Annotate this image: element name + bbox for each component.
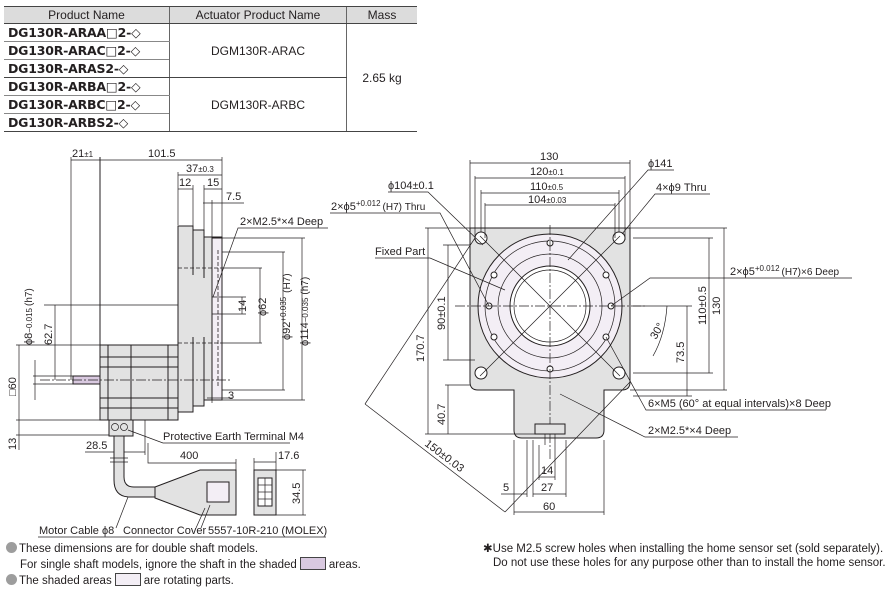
phi114-label: ϕ114−0.035(h7) bbox=[299, 277, 311, 346]
dim-27-label: 27 bbox=[541, 482, 553, 494]
dim-5-label: 5 bbox=[503, 482, 509, 494]
dim-130-label: 130 bbox=[540, 151, 558, 163]
product-name-cell: DG130R-ARBA□2-◇ bbox=[4, 77, 170, 96]
motor-cable-label: Motor Cable ϕ8 bbox=[39, 525, 114, 537]
dim-170-7-label: 170.7 bbox=[415, 334, 427, 362]
dim-400-label: 400 bbox=[180, 450, 198, 462]
product-name-cell: DG130R-ARBC□2-◇ bbox=[4, 95, 170, 114]
product-name-cell: DG130R-ARAA□2-◇ bbox=[4, 23, 170, 42]
connector-cover-label: Connector Cover bbox=[123, 525, 206, 537]
dim-60-label: 60 bbox=[543, 501, 555, 513]
note-home-sensor-1: ✱Use M2.5 screw holes when installing th… bbox=[483, 543, 884, 555]
phi92-label: ϕ92+0.035(H7) bbox=[279, 273, 293, 340]
header-actuator-product-name: Actuator Product Name bbox=[169, 6, 347, 24]
bullet-icon bbox=[6, 574, 17, 585]
phi62-label: ϕ62 bbox=[257, 298, 269, 316]
note-text: The shaded areas bbox=[19, 575, 112, 587]
header-product-name: Product Name bbox=[4, 6, 170, 24]
mass-cell: 2.65 kg bbox=[346, 23, 417, 132]
fixed-part-label: Fixed Part bbox=[375, 246, 425, 258]
note-rotating-parts: The shaded areas are rotating parts. bbox=[6, 573, 234, 587]
product-name-cell: DG130R-ARAS2-◇ bbox=[4, 59, 170, 78]
phi104-label: ϕ104±0.1 bbox=[388, 180, 434, 192]
dim-73-5-label: 73.5 bbox=[675, 342, 687, 363]
dim-28-5-label: 28.5 bbox=[86, 440, 107, 452]
table-header-row: Product Name Actuator Product Name Mass bbox=[4, 6, 417, 24]
note-text: are rotating parts. bbox=[143, 575, 234, 587]
dim-21-label: 21±1 bbox=[72, 148, 94, 160]
m25-front-label: 2×M2.5*×4 Deep bbox=[648, 425, 731, 437]
header-mass: Mass bbox=[346, 6, 417, 24]
dim-104-label: 104±0.03 bbox=[528, 194, 567, 206]
phi5-thru-label: 2×ϕ5+0.012(H7) Thru bbox=[331, 199, 425, 213]
table-row: DG130R-ARBS2-◇ bbox=[4, 113, 417, 132]
dim-37-label: 37±0.3 bbox=[186, 163, 214, 175]
spec-table: Product Name Actuator Product Name Mass … bbox=[4, 6, 417, 132]
dim-14-side-label: 14 bbox=[237, 300, 249, 312]
square-60-label: □60 bbox=[7, 377, 19, 396]
connector-part-label: 5557-10R-210 (MOLEX) bbox=[208, 525, 327, 537]
dim-120-label: 120±0.1 bbox=[530, 166, 564, 178]
note-double-shaft: These dimensions are for double shaft mo… bbox=[6, 542, 258, 555]
actuator-name-cell: DGM130R-ARBC bbox=[169, 77, 347, 132]
table-row: DG130R-ARAC□2-◇ bbox=[4, 41, 417, 60]
product-name-cell: DG130R-ARBS2-◇ bbox=[4, 113, 170, 132]
dim-15-label: 15 bbox=[207, 177, 219, 189]
phi9-thru-label: 4×ϕ9 Thru bbox=[656, 182, 707, 194]
dim-14-front-label: 14 bbox=[541, 465, 553, 477]
table-row: DG130R-ARBC□2-◇ bbox=[4, 95, 417, 114]
mounting-hole bbox=[612, 366, 626, 380]
dim-34-5-label: 34.5 bbox=[291, 483, 303, 504]
mounting-hole bbox=[474, 366, 488, 380]
dim-12-label: 12 bbox=[179, 177, 191, 189]
m25-side-label: 2×M2.5*×4 Deep bbox=[240, 216, 323, 228]
phi5-deep-label: 2×ϕ5+0.012(H7)×6 Deep bbox=[730, 264, 839, 278]
phi141-label: ϕ141 bbox=[648, 158, 673, 170]
dim-13-label: 13 bbox=[7, 438, 19, 450]
actuator-name-cell: DGM130R-ARAC bbox=[169, 23, 347, 78]
dim-101-5-label: 101.5 bbox=[148, 148, 176, 160]
pe-terminal-label: Protective Earth Terminal M4 bbox=[163, 431, 304, 443]
note-text: For single shaft models, ignore the shaf… bbox=[20, 559, 297, 571]
angle-30-label: 30° bbox=[648, 321, 667, 341]
dim-90-label: 90±0.1 bbox=[436, 296, 448, 330]
front-view: 130 120±0.1 110±0.5 104±0.03 ϕ104±0.1 2×… bbox=[330, 151, 852, 515]
table-row: DG130R-ARAS2-◇ bbox=[4, 59, 417, 78]
dim-130-vertical-label: 130 bbox=[711, 297, 723, 315]
dim-110-vertical-label: 110±0.5 bbox=[697, 286, 709, 325]
note-text: These dimensions are for double shaft mo… bbox=[19, 543, 259, 555]
motor-body bbox=[99, 344, 179, 421]
dim-40-7-label: 40.7 bbox=[436, 404, 448, 425]
table-row: DG130R-ARBA□2-◇ DGM130R-ARBC bbox=[4, 77, 417, 132]
dim-62-7-label: 62.7 bbox=[43, 324, 55, 345]
rotating-color-swatch bbox=[114, 573, 141, 586]
dim-17-6-label: 17.6 bbox=[278, 450, 299, 462]
dim-7-5-label: 7.5 bbox=[226, 191, 241, 203]
note-single-shaft: For single shaft models, ignore the shaf… bbox=[20, 557, 361, 571]
note-text: areas. bbox=[328, 559, 361, 571]
note-home-sensor-2: Do not use these holes for any purpose o… bbox=[493, 557, 886, 569]
dim-3-label: 3 bbox=[228, 390, 234, 402]
product-name-cell: DG130R-ARAC□2-◇ bbox=[4, 41, 170, 60]
shaft-color-swatch bbox=[299, 557, 326, 570]
bullet-icon bbox=[6, 542, 17, 553]
side-view: 21±1 101.5 37±0.3 12 15 7.5 bbox=[7, 148, 328, 538]
dim-150-label: 150±0.03 bbox=[422, 438, 466, 475]
table-row: DG130R-ARAA□2-◇ DGM130R-ARAC 2.65 kg bbox=[4, 23, 417, 132]
m5-holes-label: 6×M5 (60° at equal intervals)×8 Deep bbox=[648, 398, 831, 410]
phi8-label: ϕ8−0.015(h7) bbox=[23, 288, 35, 345]
dim-110-label: 110±0.5 bbox=[530, 181, 564, 193]
